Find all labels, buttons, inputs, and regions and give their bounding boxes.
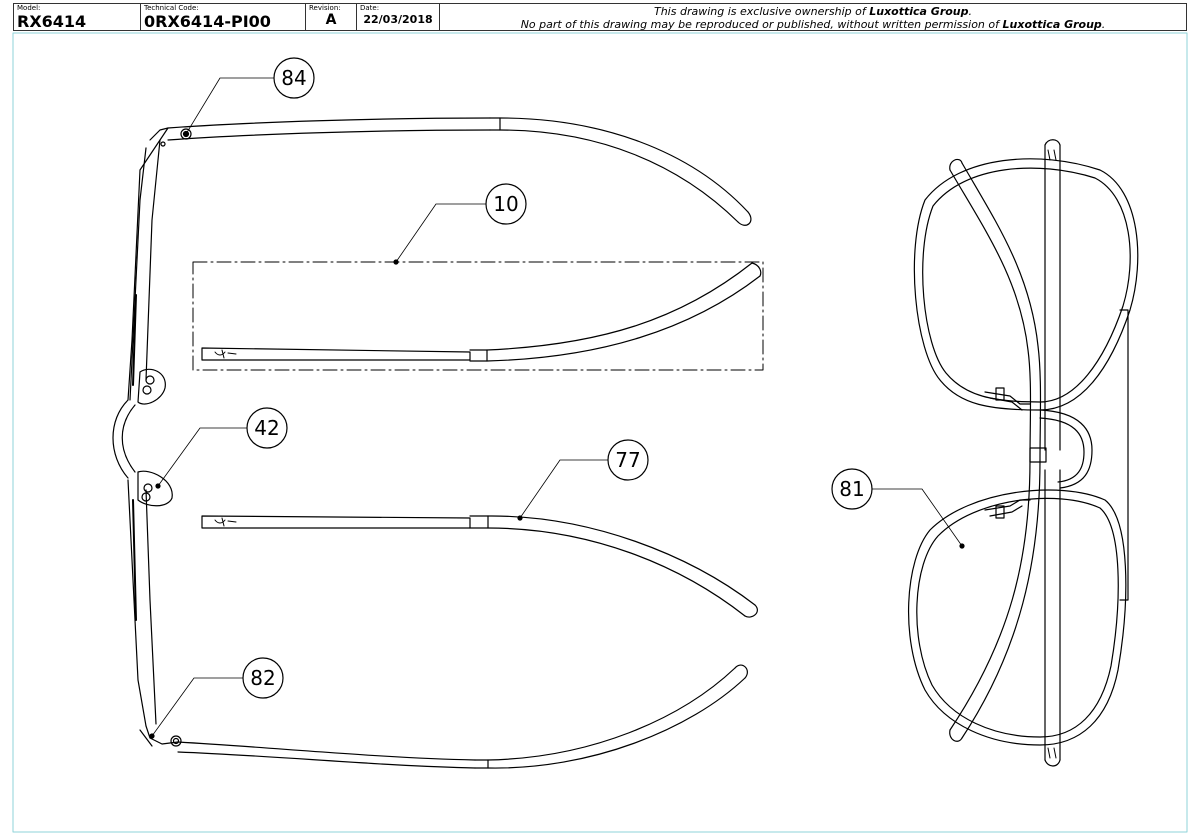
revision-cell: Revision: A	[305, 3, 357, 31]
top-view-upper-temple	[160, 117, 752, 226]
callout-77: 77	[517, 439, 649, 521]
model-value: RX6414	[17, 12, 87, 31]
callout-label-42: 42	[254, 416, 279, 440]
temple-side-view-detail	[192, 261, 764, 371]
callout-10: 10	[393, 183, 527, 265]
top-view-nose-pads	[137, 368, 173, 507]
callout-84: 84	[183, 57, 315, 137]
callout-82: 82	[149, 657, 284, 739]
model-cell: Model: RX6414	[13, 3, 141, 31]
model-label: Model:	[17, 4, 41, 12]
callout-81: 81	[831, 468, 965, 549]
date-label: Date:	[360, 4, 380, 12]
temple-side-view	[201, 515, 758, 618]
callout-label-77: 77	[615, 448, 640, 472]
ownership-notice-line-2: No part of this drawing may be reproduce…	[520, 18, 1106, 31]
front-view-glasses	[908, 139, 1139, 767]
technical-code-label: Technical Code:	[144, 4, 199, 12]
technical-code-value: 0RX6414-PI00	[144, 12, 271, 31]
revision-label: Revision:	[309, 4, 341, 12]
page-frame	[12, 32, 1188, 833]
top-view-lower-temple	[170, 664, 748, 769]
callout-label-84: 84	[281, 66, 306, 90]
ownership-notice-line-1: This drawing is exclusive ownership of L…	[653, 5, 973, 18]
revision-value: A	[325, 12, 337, 28]
top-view-frame	[112, 127, 179, 747]
callout-label-81: 81	[839, 477, 864, 501]
technical-code-cell: Technical Code: 0RX6414-PI00	[140, 3, 306, 31]
callout-label-10: 10	[493, 192, 518, 216]
callout-42: 42	[155, 407, 288, 489]
callout-label-82: 82	[250, 666, 275, 690]
date-value: 22/03/2018	[363, 13, 433, 26]
date-cell: Date: 22/03/2018	[356, 3, 440, 31]
ownership-notice-cell: This drawing is exclusive ownership of L…	[439, 3, 1187, 31]
